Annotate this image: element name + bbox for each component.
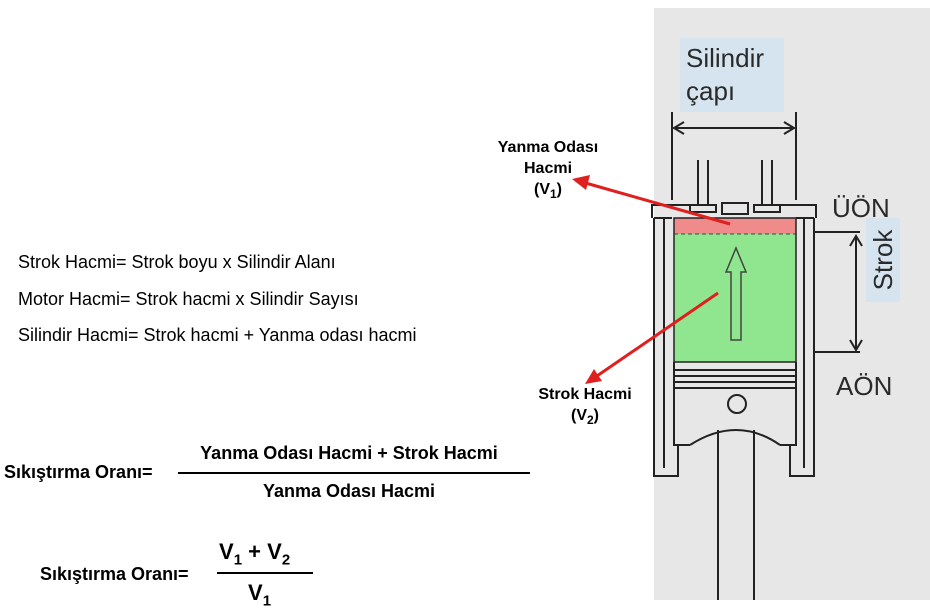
plus-sign: + <box>248 539 262 564</box>
bdc-label: AÖN <box>836 371 893 401</box>
fraction-line-2 <box>217 572 313 574</box>
tdc-label: ÜÖN <box>832 193 890 223</box>
piston <box>673 362 797 600</box>
compression-ratio-numerator: Yanma Odası Hacmi + Strok Hacmi <box>200 443 498 463</box>
compression-ratio-label-1: Sıkıştırma Oranı= <box>4 462 153 482</box>
stroke-dimension <box>849 234 863 352</box>
combustion-chamber-annotation: Yanma Odası Hacmi (V1) <box>497 139 599 202</box>
formula-engine-volume: Motor Hacmi= Strok hacmi x Silindir Sayı… <box>18 289 359 309</box>
cylinder-head <box>651 204 817 218</box>
bore-label: Silindir çapı <box>680 38 784 112</box>
compression-ratio-symbol-numerator: V1 + V2 <box>219 539 291 569</box>
combustion-chamber-fill <box>674 218 796 234</box>
stroke-volume-fill <box>674 234 796 362</box>
compression-ratio-denominator: Yanma Odası Hacmi <box>262 481 436 501</box>
piston-direction-arrow <box>724 246 748 341</box>
compression-ratio-label-2: Sıkıştırma Oranı= <box>40 564 189 584</box>
compression-ratio-symbol-denominator: V1 <box>248 580 272 609</box>
formula-stroke-volume: Strok Hacmi= Strok boyu x Silindir Alanı <box>18 252 336 272</box>
formula-cylinder-volume: Silindir Hacmi= Strok hacmi + Yanma odas… <box>18 325 417 345</box>
bore-dimension <box>671 112 797 200</box>
fraction-line-1 <box>178 472 530 474</box>
stroke-volume-annotation: Strok Hacmi (V2) <box>538 386 632 428</box>
cylinder-walls <box>653 217 860 477</box>
v2-symbol: V <box>267 539 282 564</box>
valves <box>689 160 781 215</box>
v1-symbol: V <box>219 539 234 564</box>
stroke-label: Strok <box>866 218 900 302</box>
v1-symbol-den: V <box>248 580 263 605</box>
annotation-arrows <box>572 175 731 384</box>
